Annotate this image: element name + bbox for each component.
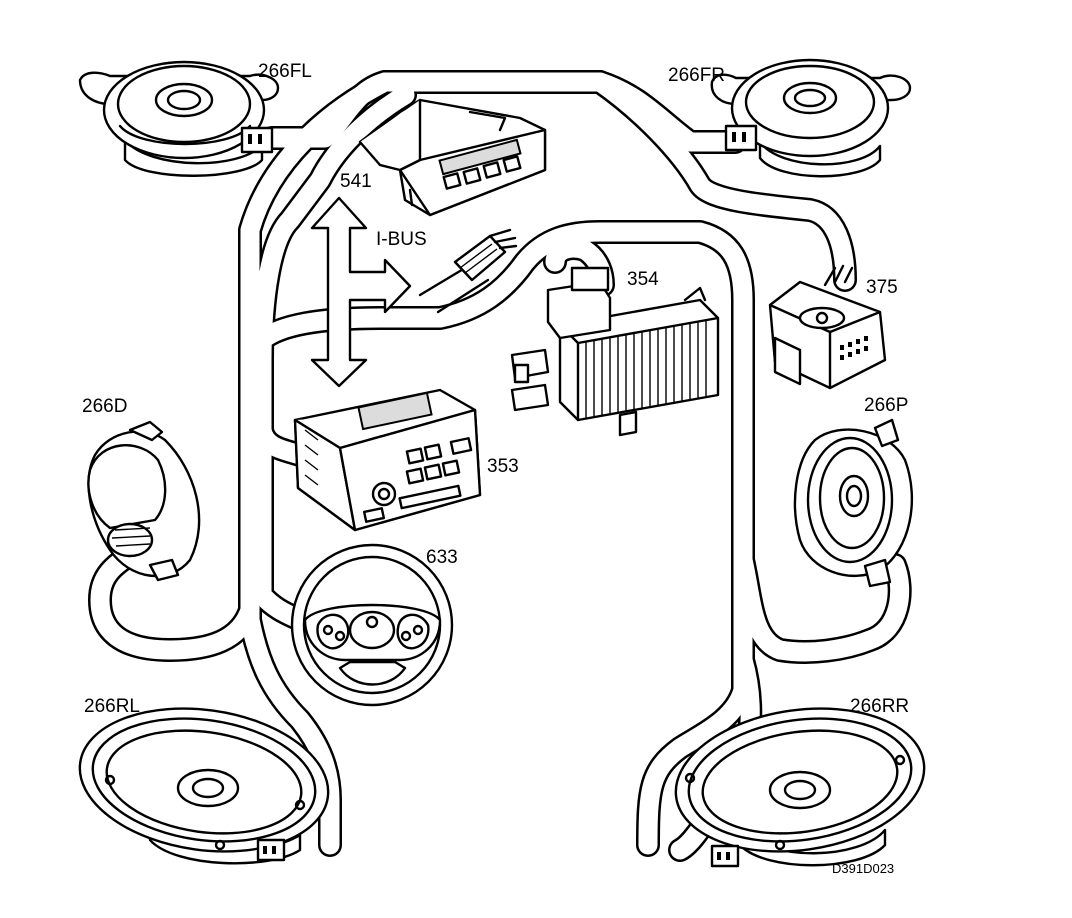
connector-icon <box>768 264 887 390</box>
label-266rl: 266RL <box>84 696 140 717</box>
amplifier-icon <box>510 266 720 437</box>
label-541: 541 <box>340 171 372 192</box>
label-266fr: 266FR <box>668 65 726 86</box>
label-633: 633 <box>426 547 458 568</box>
speaker-rear-left-icon <box>78 707 330 865</box>
label-266p: 266P <box>864 395 909 416</box>
speaker-dash-icon <box>87 420 201 582</box>
label-266fl: 266FL <box>258 61 312 82</box>
label-353: 353 <box>487 456 519 477</box>
speaker-rear-right-icon <box>674 707 926 868</box>
radio-unit-icon <box>293 388 482 532</box>
label-266rr: 266RR <box>850 696 910 717</box>
label-266d: 266D <box>82 396 128 417</box>
speaker-front-right-icon <box>710 58 912 178</box>
label-375: 375 <box>866 277 898 298</box>
label-ibus: I-BUS <box>376 229 427 250</box>
label-354: 354 <box>627 269 659 290</box>
speaker-front-left-icon <box>78 60 280 177</box>
figure-code: D391D023 <box>832 861 895 876</box>
display-unit-icon <box>358 98 547 217</box>
steering-wheel-icon <box>290 543 454 707</box>
ibus-connector-icon <box>418 228 518 314</box>
speaker-pillar-icon <box>793 418 914 588</box>
bus-arrows-icon <box>310 196 412 388</box>
